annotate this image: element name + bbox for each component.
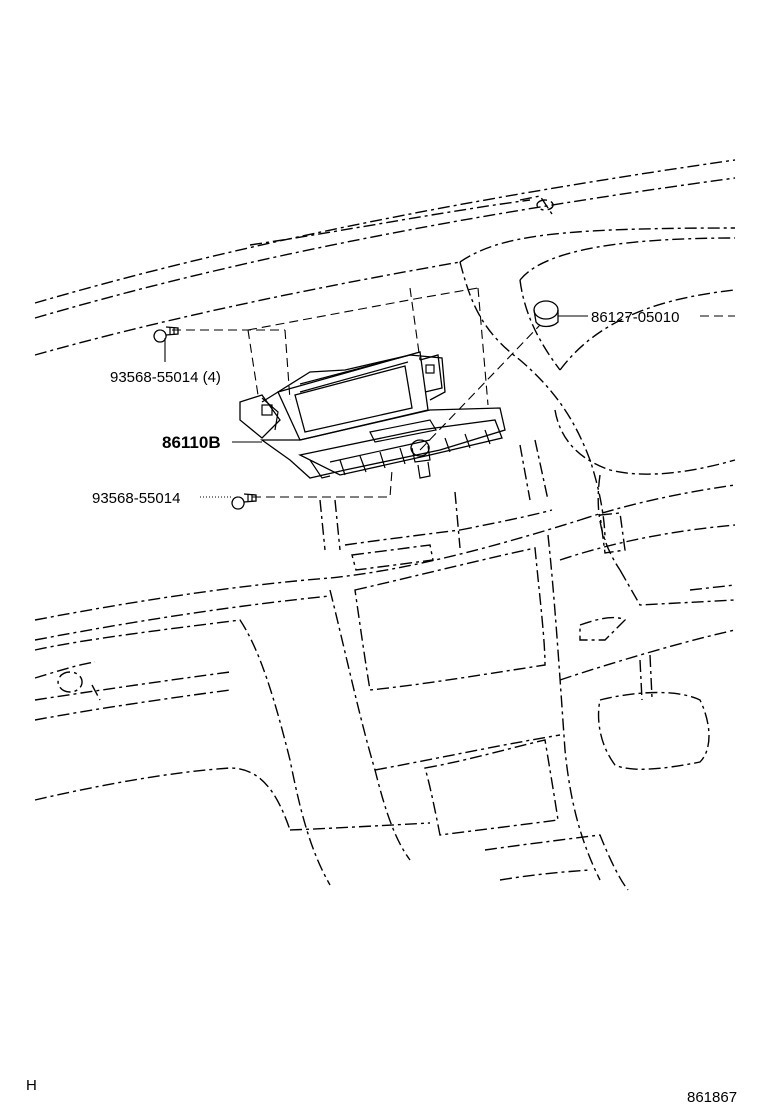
screw-top[interactable] — [153, 326, 179, 343]
callout-screw-bottom: 93568-55014 — [92, 490, 180, 507]
callout-display-unit: 86110B — [162, 433, 221, 452]
leader-lines — [164, 315, 735, 498]
screw-bottom[interactable] — [231, 493, 257, 510]
projection-lines — [172, 287, 541, 498]
center-console-outline — [319, 439, 736, 891]
callout-knob: 86127-05010 — [591, 309, 679, 326]
diagram-number: 861867 — [687, 1089, 737, 1106]
display-unit-86110b[interactable] — [239, 351, 506, 479]
corner-letter: H — [26, 1077, 37, 1094]
dashboard-outline — [34, 159, 736, 886]
knob-86127-05010[interactable] — [533, 300, 559, 328]
callout-screw-top: 93568-55014 (4) — [110, 369, 221, 386]
